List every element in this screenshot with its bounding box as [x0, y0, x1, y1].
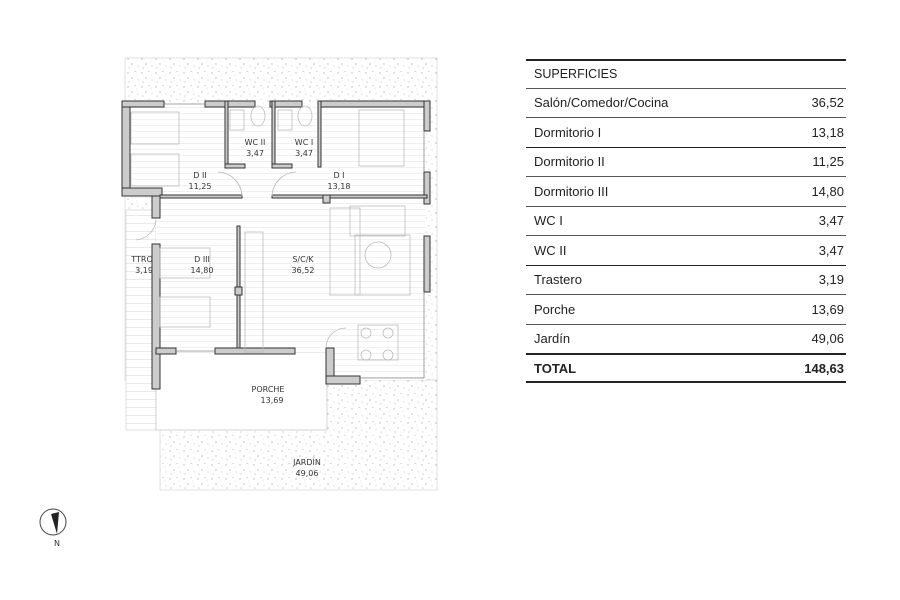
- row-name: WC II: [534, 242, 567, 258]
- table-row: Dormitorio I 13,18: [526, 118, 846, 148]
- row-name: Trastero: [534, 272, 582, 288]
- row-value: 49,06: [811, 331, 844, 347]
- row-name: Jardín: [534, 331, 571, 347]
- compass-label: N: [54, 539, 60, 548]
- walls: [121, 100, 431, 390]
- row-value: 11,25: [812, 154, 844, 170]
- room-area-ttro: 3,19: [135, 266, 153, 275]
- row-value: 3,47: [818, 213, 844, 229]
- row-name: Salón/Comedor/Cocina: [534, 95, 669, 111]
- surface-table: SUPERFICIES Salón/Comedor/Cocina 36,52 D…: [526, 59, 846, 383]
- row-value: 3,19: [818, 272, 844, 288]
- room-area-d-iii: 14,80: [191, 266, 214, 275]
- row-name: Dormitorio II: [534, 154, 605, 170]
- room-code-porche: PORCHE: [252, 385, 285, 394]
- table-header: SUPERFICIES: [526, 59, 846, 89]
- table-row: Dormitorio II 11,25: [526, 148, 846, 177]
- row-value: 3,47: [818, 242, 844, 258]
- row-value: 36,52: [811, 95, 844, 111]
- room-code-d-iii: D III: [194, 255, 210, 264]
- floor-plan: WC II 3,47 WC I 3,47 D II 11,25 D I 13,1…: [39, 57, 438, 548]
- total-label: TOTAL: [534, 360, 577, 376]
- table-row: Salón/Comedor/Cocina 36,52: [526, 89, 846, 118]
- table-row: WC I 3,47: [526, 207, 846, 236]
- room-area-d-i: 13,18: [328, 182, 351, 191]
- row-name: Porche: [534, 301, 576, 317]
- row-name: Dormitorio I: [534, 124, 602, 140]
- north-arrow-icon: N: [39, 508, 67, 548]
- total-value: 148,63: [804, 360, 844, 376]
- table-row: Porche 13,69: [526, 295, 846, 325]
- row-value: 14,80: [811, 183, 844, 199]
- row-value: 13,18: [811, 124, 844, 140]
- room-code-wc-i: WC I: [295, 138, 313, 147]
- room-labels: WC II 3,47 WC I 3,47 D II 11,25 D I 13,1…: [130, 138, 350, 478]
- row-value: 13,69: [811, 301, 844, 317]
- storage-strip: [125, 209, 157, 431]
- windows: [164, 103, 425, 379]
- room-area-porche: 13,69: [261, 396, 284, 405]
- table-title: SUPERFICIES: [534, 67, 618, 82]
- room-area-jardin: 49,06: [296, 469, 319, 478]
- room-code-ttro: TTRO: [130, 255, 153, 264]
- room-code-jardin: JARDÍN: [292, 456, 321, 467]
- room-area-wc-i: 3,47: [295, 149, 313, 158]
- room-code-sck: S/C/K: [292, 255, 314, 264]
- table-total-row: TOTAL 148,63: [526, 354, 846, 383]
- table-row: WC II 3,47: [526, 236, 846, 266]
- row-name: WC I: [534, 213, 563, 229]
- room-code-d-i: D I: [333, 171, 344, 180]
- porch-area: [155, 351, 328, 431]
- table-row: Jardín 49,06: [526, 325, 846, 354]
- table-row: Trastero 3,19: [526, 266, 846, 295]
- furniture: [130, 105, 411, 361]
- room-code-d-ii: D II: [193, 171, 206, 180]
- room-area-wc-ii: 3,47: [246, 149, 264, 158]
- room-area-sck: 36,52: [292, 266, 315, 275]
- row-name: Dormitorio III: [534, 183, 609, 199]
- table-row: Dormitorio III 14,80: [526, 177, 846, 207]
- room-code-wc-ii: WC II: [245, 138, 266, 147]
- room-area-d-ii: 11,25: [189, 182, 212, 191]
